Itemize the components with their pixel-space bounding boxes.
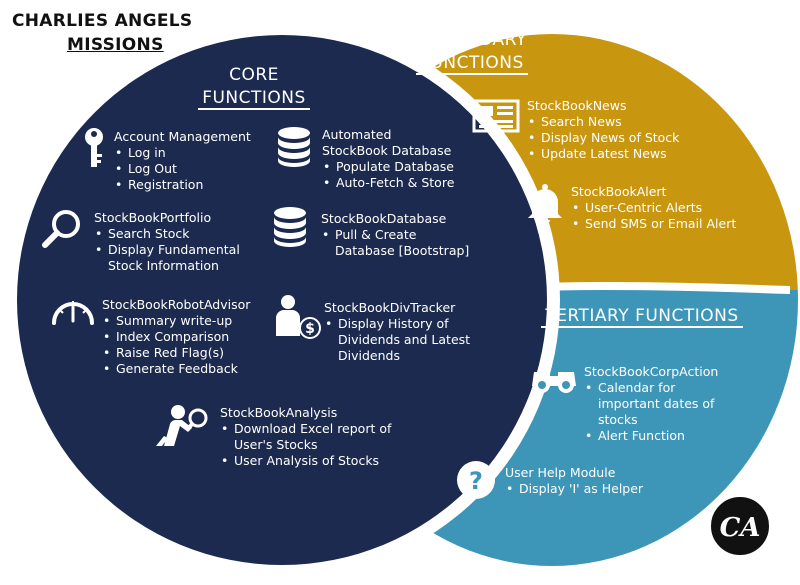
gauge-icon xyxy=(52,301,94,325)
list-item-continued: User's Stocks xyxy=(234,437,318,452)
list-item: Download Excel report of xyxy=(221,421,391,437)
list-item: Auto-Fetch & Store xyxy=(323,175,454,191)
magnifier-icon xyxy=(42,210,80,248)
list-item: Send SMS or Email Alert xyxy=(572,216,736,232)
group-title: StockBookDatabase xyxy=(321,211,447,226)
list-item-continued: important dates of xyxy=(598,396,715,411)
list-item: Populate Database xyxy=(323,159,454,175)
group-title: StockBookDivTracker xyxy=(324,300,456,315)
tertiary-heading: TERTIARY FUNCTIONS xyxy=(536,305,748,328)
list-item: Display History of xyxy=(325,316,470,332)
secondary-heading-line1: SECONDARY xyxy=(417,30,527,50)
secondary-heading: SECONDARY FUNCTIONS xyxy=(392,29,552,75)
database-icon xyxy=(278,127,310,167)
group-title: StockBookPortfolio xyxy=(94,210,212,225)
list-item-continued: Dividends xyxy=(338,348,400,363)
main-title-line1: CHARLIES ANGELS xyxy=(12,11,193,31)
group-title-line2: StockBook Database xyxy=(322,143,452,158)
group-title: StockBookCorpAction xyxy=(584,364,719,379)
group-title-line1: Automated xyxy=(322,127,392,142)
binoculars-icon xyxy=(532,372,576,393)
group-stockbook-analysis: StockBookAnalysis Download Excel report … xyxy=(220,405,391,469)
list-item: User Analysis of Stocks xyxy=(221,453,391,469)
group-title: StockBookAnalysis xyxy=(220,405,338,420)
list-item: Generate Feedback xyxy=(103,361,250,377)
list-item: Summary write-up xyxy=(103,313,250,329)
core-heading-line1: CORE xyxy=(229,65,279,85)
main-title-line2: MISSIONS xyxy=(67,35,164,55)
group-stockbook-news: StockBookNews Search News Display News o… xyxy=(527,98,679,162)
group-title: StockBookNews xyxy=(527,98,627,113)
list-item: Alert Function xyxy=(585,428,718,444)
list-item: Display News of Stock xyxy=(528,130,679,146)
list-item: Calendar for xyxy=(585,380,718,396)
core-heading-line2: FUNCTIONS xyxy=(198,88,310,110)
ca-logo: CA xyxy=(709,495,771,557)
database-icon xyxy=(274,207,306,247)
list-item: Raise Red Flag(s) xyxy=(103,345,250,361)
question-icon: ? xyxy=(457,461,495,499)
group-stockbook-database: StockBookDatabase Pull & Create Database… xyxy=(321,211,469,259)
key-icon xyxy=(85,128,103,167)
group-automated-database: Automated StockBook Database Populate Da… xyxy=(322,127,454,191)
list-item-continued: Stock Information xyxy=(108,258,219,273)
list-item: Display 'I' as Helper xyxy=(506,481,643,497)
list-item: Pull & Create xyxy=(322,227,469,243)
list-item: Search News xyxy=(528,114,679,130)
group-user-help: User Help Module Display 'I' as Helper xyxy=(505,465,643,497)
list-item: Registration xyxy=(115,177,251,193)
svg-text:$: $ xyxy=(305,321,315,337)
group-robot-advisor: StockBookRobotAdvisor Summary write-up I… xyxy=(102,297,250,377)
list-item: Index Comparison xyxy=(103,329,250,345)
ca-logo-text: CA xyxy=(720,513,761,543)
group-account-management: Account Management Log in Log Out Regist… xyxy=(114,129,251,193)
group-stockbook-alert: StockBookAlert User-Centric Alerts Send … xyxy=(571,184,736,232)
person-dollar-icon: $ xyxy=(276,295,321,339)
list-item: Update Latest News xyxy=(528,146,679,162)
group-title: User Help Module xyxy=(505,465,616,480)
list-item: User-Centric Alerts xyxy=(572,200,736,216)
analyst-icon xyxy=(156,405,208,446)
newspaper-icon xyxy=(472,99,520,133)
group-corp-action: StockBookCorpAction Calendar for importa… xyxy=(584,364,718,444)
core-heading: CORE FUNCTIONS xyxy=(172,64,336,110)
group-title: StockBookAlert xyxy=(571,184,667,199)
svg-text:?: ? xyxy=(469,467,483,495)
group-title: StockBookRobotAdvisor xyxy=(102,297,251,312)
secondary-heading-line2: FUNCTIONS xyxy=(416,53,528,75)
tertiary-heading-text: TERTIARY FUNCTIONS xyxy=(541,306,743,328)
group-div-tracker: StockBookDivTracker Display History of D… xyxy=(324,300,470,364)
list-item: Log in xyxy=(115,145,251,161)
list-item-continued: Dividends and Latest xyxy=(338,332,471,347)
list-item: Display Fundamental xyxy=(95,242,240,258)
list-item-continued: Database [Bootstrap] xyxy=(335,243,470,258)
bell-icon xyxy=(528,184,562,224)
list-item-continued: stocks xyxy=(598,412,638,427)
list-item: Search Stock xyxy=(95,226,240,242)
group-title: Account Management xyxy=(114,129,251,144)
group-stockbook-portfolio: StockBookPortfolio Search Stock Display … xyxy=(94,210,240,274)
list-item: Log Out xyxy=(115,161,251,177)
